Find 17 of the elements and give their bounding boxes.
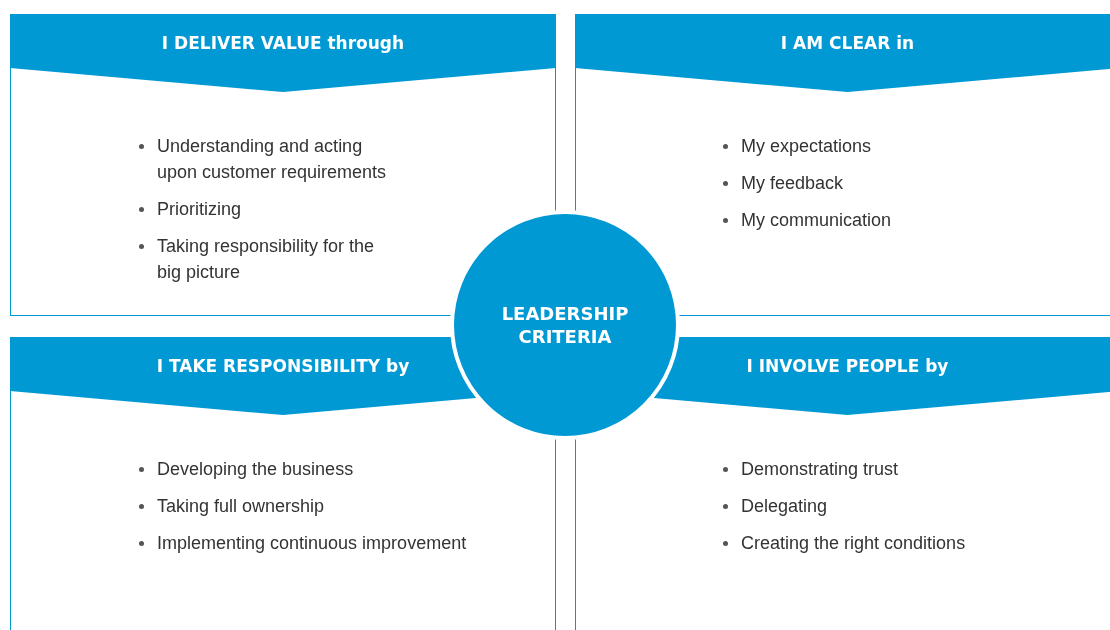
bullet-item: Delegating (721, 493, 1001, 519)
bullet-item: Prioritizing (137, 196, 402, 222)
bullet-item: Implementing continuous improvement (137, 530, 517, 556)
bullet-item: Creating the right conditions (721, 530, 1001, 556)
panel-heading: I AM CLEAR in (779, 33, 916, 53)
bullet-item: My feedback (721, 170, 981, 196)
bullet-item: Developing the business (137, 456, 517, 482)
circle-label: LEADERSHIP CRITERIA (500, 302, 630, 348)
bullet-item: Demonstrating trust (721, 456, 1001, 482)
panel-heading: I INVOLVE PEOPLE by (745, 356, 950, 376)
bullet-item: My communication (721, 207, 981, 233)
bullet-item: Taking full ownership (137, 493, 517, 519)
panel-heading: I DELIVER VALUE through (160, 33, 406, 53)
panel-heading: I TAKE RESPONSIBILITY by (155, 356, 411, 376)
bullet-item: My expectations (721, 133, 981, 159)
bullet-item: Understanding and acting upon customer requirements (137, 133, 402, 185)
bullet-item: Taking responsibility for the big picture (137, 233, 402, 285)
